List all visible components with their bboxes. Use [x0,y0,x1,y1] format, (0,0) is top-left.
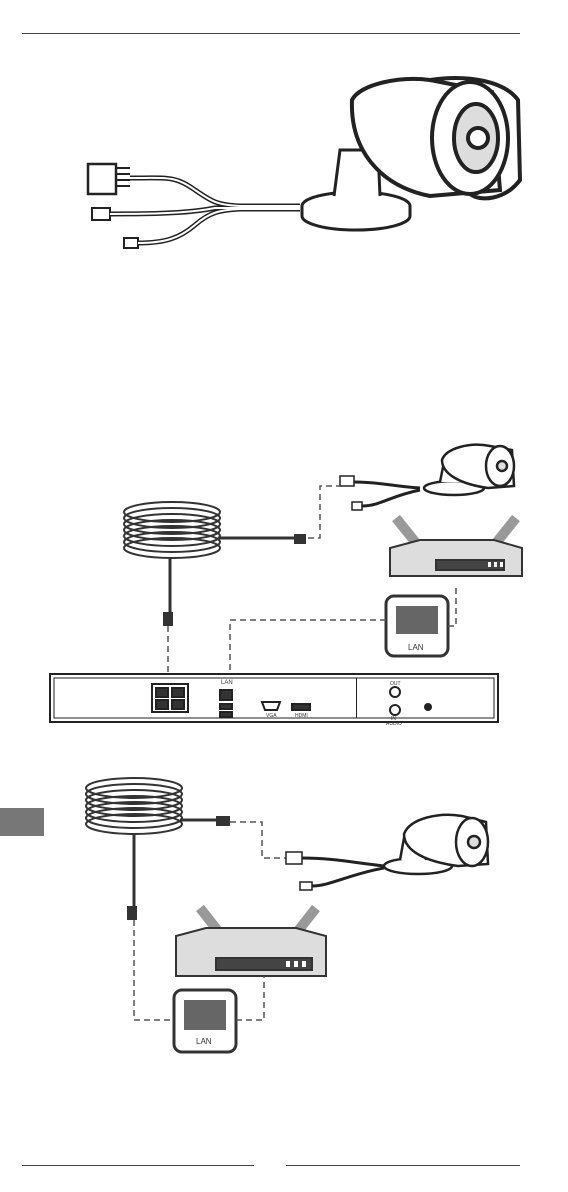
camera-cable [302,858,384,886]
router-icon [176,908,326,976]
bullet-camera-icon [384,815,488,874]
bullet-camera-icon [424,445,514,495]
nvr-lan-label: LAN [221,680,233,686]
coiled-cable-icon [86,778,216,906]
rj45-plug-icon [127,906,137,920]
rj45-plug-icon [163,612,173,626]
rj45-plug-icon [294,534,306,544]
nvr-audio-label: AUDIO [386,721,402,727]
footer-rule-right [286,1165,520,1166]
rj45-plug-icon [216,816,230,826]
footer-rule-left [22,1165,254,1166]
nvr-connection-diagram [0,430,568,750]
router-connection-diagram [0,770,568,1080]
dc-connector-icon [124,238,138,248]
camera-figure-1 [0,0,568,300]
router-lan-label: LAN [408,643,424,652]
router-lan-label: LAN [196,1037,212,1046]
coiled-cable-icon [124,502,295,612]
power-connector-icon [92,208,110,220]
router-icon [390,518,522,576]
rj45-connector-icon [88,164,130,194]
nvr-hdmi-label: HDMI [295,713,308,719]
nvr-audio-out-label: OUT [390,681,401,687]
nvr-vga-label: VGA [266,713,277,719]
camera-cable [354,482,420,506]
